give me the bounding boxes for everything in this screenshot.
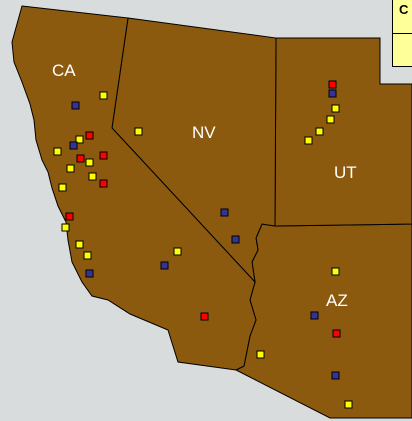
legend: C [392, 0, 412, 67]
marker-yellow[interactable] [61, 223, 70, 232]
legend-heading: C [393, 0, 412, 34]
marker-yellow[interactable] [75, 240, 84, 249]
marker-yellow[interactable] [99, 91, 108, 100]
marker-yellow[interactable] [83, 251, 92, 260]
marker-yellow[interactable] [75, 135, 84, 144]
marker-red[interactable] [99, 151, 108, 160]
marker-yellow[interactable] [66, 164, 75, 173]
marker-blue[interactable] [160, 261, 169, 270]
marker-yellow[interactable] [85, 158, 94, 167]
marker-red[interactable] [99, 179, 108, 188]
marker-yellow[interactable] [326, 115, 335, 124]
marker-yellow[interactable] [304, 136, 313, 145]
state-label-az: AZ [326, 291, 348, 310]
marker-blue[interactable] [69, 141, 78, 150]
site-markers [53, 80, 353, 409]
marker-red[interactable] [65, 212, 74, 221]
marker-yellow[interactable] [344, 400, 353, 409]
marker-yellow[interactable] [134, 127, 143, 136]
state-az[interactable] [234, 223, 412, 419]
marker-blue[interactable] [328, 89, 337, 98]
marker-yellow[interactable] [331, 104, 340, 113]
marker-blue[interactable] [85, 269, 94, 278]
marker-blue[interactable] [220, 208, 229, 217]
marker-blue[interactable] [231, 235, 240, 244]
state-label-ca: CA [52, 61, 76, 80]
state-label-ut: UT [334, 163, 357, 182]
marker-yellow[interactable] [88, 172, 97, 181]
marker-yellow[interactable] [331, 267, 340, 276]
marker-yellow[interactable] [315, 127, 324, 136]
marker-yellow[interactable] [173, 247, 182, 256]
marker-yellow[interactable] [58, 183, 67, 192]
marker-blue[interactable] [71, 101, 80, 110]
marker-red[interactable] [328, 80, 337, 89]
marker-blue[interactable] [331, 371, 340, 380]
marker-red[interactable] [85, 131, 94, 140]
marker-yellow[interactable] [53, 147, 62, 156]
marker-yellow[interactable] [256, 350, 265, 359]
marker-red[interactable] [76, 154, 85, 163]
marker-blue[interactable] [310, 311, 319, 320]
state-label-nv: NV [192, 123, 216, 142]
marker-red[interactable] [332, 329, 341, 338]
marker-red[interactable] [200, 312, 209, 321]
state-ca[interactable] [11, 5, 257, 371]
